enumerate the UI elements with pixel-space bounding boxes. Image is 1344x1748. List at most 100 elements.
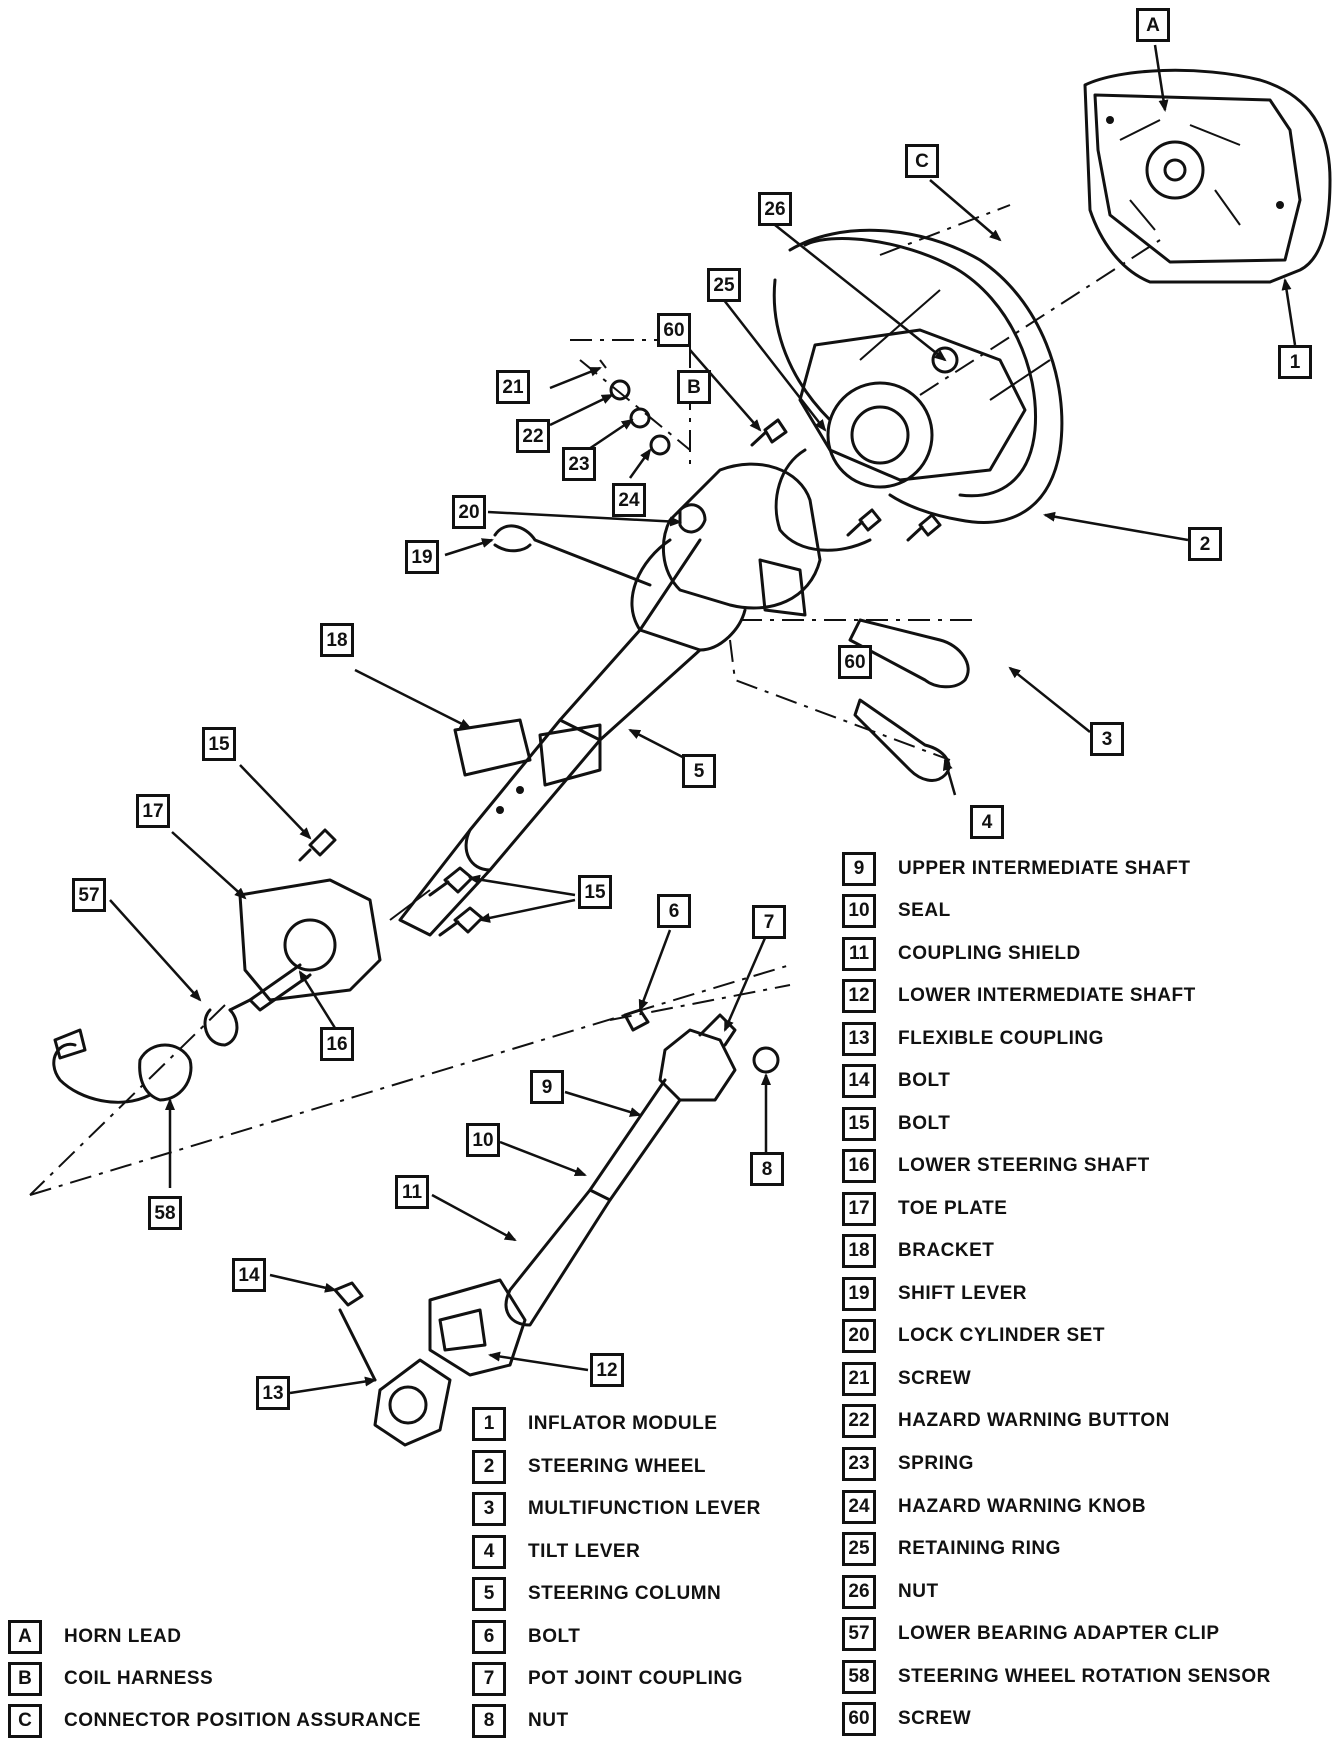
inflator-module-drawing [1083, 68, 1332, 284]
legend-label: NUT [898, 1581, 939, 1602]
legend-key: 23 [842, 1447, 876, 1481]
legend-label: HAZARD WARNING BUTTON [898, 1410, 1170, 1431]
callout-7: 7 [752, 905, 786, 939]
callout-2: 2 [1188, 527, 1222, 561]
legend-row-3: 3 MULTIFUNCTION LEVER [472, 1492, 761, 1526]
legend-row-60: 60 SCREW [842, 1702, 971, 1736]
legend-label: MULTIFUNCTION LEVER [528, 1498, 761, 1519]
legend-key: 60 [842, 1702, 876, 1736]
legend-key: 8 [472, 1704, 506, 1738]
callout-60b: 60 [838, 645, 872, 679]
callout-16: 16 [320, 1027, 354, 1061]
callout-21: 21 [496, 370, 530, 404]
legend-label: STEERING COLUMN [528, 1583, 722, 1604]
legend-row-A: A HORN LEAD [8, 1620, 181, 1654]
legend-key: A [8, 1620, 42, 1654]
legend-label: SCREW [898, 1708, 972, 1729]
legend-row-26: 26 NUT [842, 1575, 939, 1609]
legend-row-10: 10 SEAL [842, 894, 951, 928]
legend-key: 5 [472, 1577, 506, 1611]
legend-row-9: 9 UPPER INTERMEDIATE SHAFT [842, 852, 1190, 886]
legend-key: 25 [842, 1532, 876, 1566]
legend-label: BOLT [898, 1113, 951, 1134]
legend-row-1: 1 INFLATOR MODULE [472, 1407, 717, 1441]
legend-key: 14 [842, 1064, 876, 1098]
legend-label: FLEXIBLE COUPLING [898, 1028, 1104, 1049]
legend-label: TOE PLATE [898, 1198, 1008, 1219]
legend-row-18: 18 BRACKET [842, 1234, 994, 1268]
callout-B: B [677, 370, 711, 404]
legend-row-17: 17 TOE PLATE [842, 1192, 1007, 1226]
callout-9: 9 [530, 1070, 564, 1104]
callout-11: 11 [395, 1175, 429, 1209]
legend-key: 21 [842, 1362, 876, 1396]
callout-22: 22 [516, 419, 550, 453]
legend-key: 57 [842, 1617, 876, 1651]
callout-60a: 60 [657, 313, 691, 347]
legend-label: UPPER INTERMEDIATE SHAFT [898, 858, 1191, 879]
legend-row-C: C CONNECTOR POSITION ASSURANCE [8, 1704, 421, 1738]
callout-20: 20 [452, 495, 486, 529]
callout-A: A [1136, 8, 1170, 42]
legend-row-11: 11 COUPLING SHIELD [842, 937, 1081, 971]
callout-12: 12 [590, 1353, 624, 1387]
legend-row-22: 22 HAZARD WARNING BUTTON [842, 1404, 1170, 1438]
legend-row-8: 8 NUT [472, 1704, 569, 1738]
legend-row-12: 12 LOWER INTERMEDIATE SHAFT [842, 979, 1196, 1013]
callout-15a: 15 [202, 727, 236, 761]
callout-15b: 15 [578, 875, 612, 909]
legend-label: TILT LEVER [528, 1541, 641, 1562]
assembly-centerlines [29, 204, 1161, 1196]
rotation-sensor-drawing [52, 1008, 239, 1104]
steering-wheel-drawing [772, 228, 1064, 552]
legend-row-B: B COIL HARNESS [8, 1662, 213, 1696]
legend-row-25: 25 RETAINING RING [842, 1532, 1061, 1566]
legend-row-4: 4 TILT LEVER [472, 1535, 640, 1569]
legend-label: SCREW [898, 1368, 972, 1389]
legend-row-6: 6 BOLT [472, 1620, 580, 1654]
intermediate-shaft-drawing [333, 1013, 737, 1447]
legend-label: POT JOINT COUPLING [528, 1668, 743, 1689]
shift-lever-drawing [493, 503, 707, 587]
legend-label: COIL HARNESS [64, 1668, 214, 1689]
legend-label: COUPLING SHIELD [898, 943, 1081, 964]
legend-key: 17 [842, 1192, 876, 1226]
legend-label: LOCK CYLINDER SET [898, 1325, 1105, 1346]
legend-label: STEERING WHEEL ROTATION SENSOR [898, 1666, 1271, 1687]
callout-1: 1 [1278, 345, 1312, 379]
legend-row-13: 13 FLEXIBLE COUPLING [842, 1022, 1104, 1056]
callout-5: 5 [682, 754, 716, 788]
legend-key: 18 [842, 1234, 876, 1268]
callout-C: C [905, 144, 939, 178]
legend-label: LOWER STEERING SHAFT [898, 1155, 1150, 1176]
legend-key: 22 [842, 1404, 876, 1438]
callout-10: 10 [466, 1123, 500, 1157]
legend-row-15: 15 BOLT [842, 1107, 950, 1141]
callout-4: 4 [970, 805, 1004, 839]
legend-key: 13 [842, 1022, 876, 1056]
legend-key: 26 [842, 1575, 876, 1609]
legend-key: 1 [472, 1407, 506, 1441]
legend-label: BRACKET [898, 1240, 995, 1261]
callout-23: 23 [562, 447, 596, 481]
legend-key: 9 [842, 852, 876, 886]
legend-key: 6 [472, 1620, 506, 1654]
legend-label: STEERING WHEEL [528, 1456, 707, 1477]
legend-row-23: 23 SPRING [842, 1447, 974, 1481]
legend-row-58: 58 STEERING WHEEL ROTATION SENSOR [842, 1660, 1271, 1694]
legend-label: NUT [528, 1710, 569, 1731]
callout-6: 6 [657, 894, 691, 928]
legend-label: CONNECTOR POSITION ASSURANCE [64, 1710, 422, 1731]
legend-row-16: 16 LOWER STEERING SHAFT [842, 1149, 1150, 1183]
callout-57: 57 [72, 878, 106, 912]
legend-label: LOWER BEARING ADAPTER CLIP [898, 1623, 1220, 1644]
legend-key: 58 [842, 1660, 876, 1694]
fastener-drawings [298, 346, 959, 1074]
legend-row-19: 19 SHIFT LEVER [842, 1277, 1027, 1311]
legend-row-21: 21 SCREW [842, 1362, 971, 1396]
steering-column-drawing [398, 462, 822, 937]
leader-lines [109, 44, 1297, 1395]
legend-key: 10 [842, 894, 876, 928]
legend-label: BOLT [898, 1070, 951, 1091]
